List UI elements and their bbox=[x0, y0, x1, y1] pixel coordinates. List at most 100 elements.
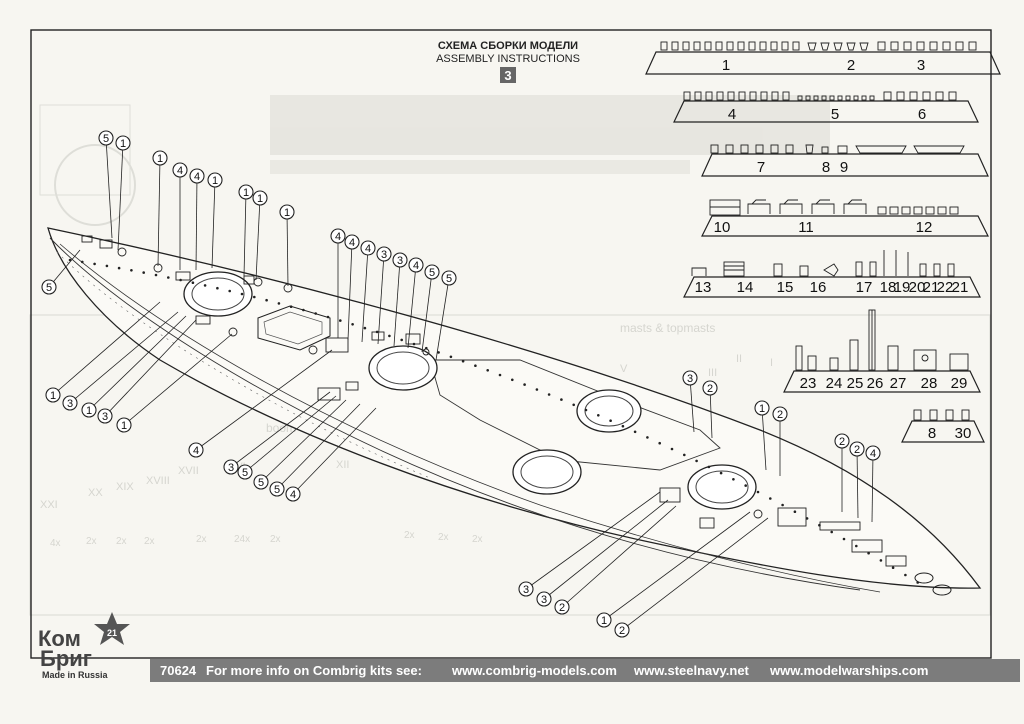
page-frame bbox=[30, 29, 992, 659]
callout: 1 bbox=[207, 172, 223, 269]
barbette bbox=[183, 271, 253, 317]
porthole bbox=[769, 497, 772, 500]
callout: 2 bbox=[554, 505, 677, 615]
callout: 1 bbox=[279, 204, 295, 287]
porthole bbox=[130, 269, 133, 272]
callout-label: 4 bbox=[870, 448, 876, 460]
callout: 1 bbox=[81, 315, 187, 418]
callout: 5 bbox=[269, 403, 361, 497]
porthole bbox=[683, 453, 686, 457]
callout-label: 3 bbox=[228, 462, 234, 474]
porthole bbox=[265, 298, 268, 302]
step-number: 3 bbox=[504, 68, 511, 83]
callout-label: 5 bbox=[258, 477, 264, 489]
callout-label: 5 bbox=[446, 273, 452, 285]
callout-label: 4 bbox=[290, 489, 296, 501]
part-label: 12 bbox=[916, 219, 933, 236]
callout: 1 bbox=[238, 184, 254, 277]
footer-link-modelwarships[interactable]: www.modelwarships.com bbox=[769, 663, 928, 678]
ghost-qty: 2x bbox=[196, 534, 207, 545]
logo-line-2: Бриг bbox=[40, 646, 92, 671]
porthole bbox=[277, 302, 281, 305]
part-label: 19 bbox=[894, 279, 911, 296]
ghost-qty: 2x bbox=[144, 536, 155, 547]
porthole bbox=[461, 359, 465, 363]
porthole bbox=[142, 271, 145, 274]
parts-tray-5: 13 14 15 16 17 18 19 20 21 22 21 bbox=[683, 250, 981, 298]
part-label: 17 bbox=[856, 279, 873, 296]
ghost-masts: masts & topmasts bbox=[620, 321, 715, 335]
callout-label: 3 bbox=[397, 255, 403, 267]
porthole bbox=[670, 447, 674, 451]
ghost-numeral: XII bbox=[336, 459, 349, 471]
part-label: 4 bbox=[728, 106, 736, 123]
part-label: 22 bbox=[937, 279, 954, 296]
callout-label: 5 bbox=[103, 133, 109, 145]
parts-tray-7: 8 30 bbox=[901, 409, 985, 443]
porthole bbox=[486, 369, 490, 372]
parts-tray-2: 4 5 6 bbox=[673, 91, 979, 123]
porthole bbox=[904, 573, 907, 577]
porthole bbox=[658, 441, 661, 445]
footer-link-steelnavy[interactable]: www.steelnavy.net bbox=[633, 663, 750, 678]
ghost-numeral: XVII bbox=[178, 465, 199, 477]
porthole bbox=[105, 264, 109, 268]
porthole bbox=[375, 330, 379, 334]
porthole bbox=[523, 383, 526, 386]
porthole bbox=[339, 319, 342, 322]
footer-link-combrig[interactable]: www.combrig-models.com bbox=[451, 663, 617, 678]
porthole bbox=[756, 490, 760, 494]
callout: 5 bbox=[98, 130, 114, 239]
porthole bbox=[326, 315, 330, 319]
callout-label: 2 bbox=[777, 409, 783, 421]
part-label: 21 bbox=[952, 279, 969, 296]
porthole bbox=[597, 414, 600, 417]
porthole bbox=[511, 378, 514, 382]
callout-label: 1 bbox=[243, 187, 249, 199]
part-label: 3 bbox=[917, 57, 925, 74]
callout: 3 bbox=[376, 246, 392, 345]
callout: 2 bbox=[834, 433, 850, 512]
porthole bbox=[400, 338, 404, 342]
callout-label: 3 bbox=[523, 584, 529, 596]
ghost-qty: 2x bbox=[438, 532, 449, 543]
part-label: 8 bbox=[928, 425, 936, 442]
ship-hull bbox=[47, 227, 982, 596]
part-label: 18 bbox=[880, 279, 897, 296]
callout: 4 bbox=[407, 257, 424, 349]
porthole bbox=[916, 581, 919, 584]
ghost-numeral: XXI bbox=[40, 499, 58, 511]
callout-label: 1 bbox=[601, 615, 607, 627]
porthole bbox=[449, 355, 453, 359]
callout-label: 2 bbox=[559, 602, 565, 614]
part-label: 2 bbox=[847, 57, 855, 74]
part-label: 11 bbox=[798, 219, 814, 236]
part-label: 21 bbox=[923, 279, 940, 296]
ghost-numeral: V bbox=[620, 363, 628, 375]
part-label: 9 bbox=[840, 159, 848, 176]
callout-label: 4 bbox=[193, 445, 199, 457]
logo-tag: Made in Russia bbox=[42, 670, 109, 680]
callout-label: 5 bbox=[429, 267, 435, 279]
footer-band bbox=[150, 659, 1020, 682]
callout: 1 bbox=[252, 190, 268, 281]
ghost-numeral: I bbox=[770, 357, 773, 369]
ghost-numeral: XIX bbox=[116, 481, 134, 493]
ghost-numeral: III bbox=[708, 367, 717, 379]
title-russian: СХЕМА СБОРКИ МОДЕЛИ bbox=[438, 40, 578, 52]
porthole bbox=[228, 289, 231, 293]
porthole bbox=[805, 517, 809, 520]
ghost-qty: 2x bbox=[472, 534, 483, 545]
ghost-qty: 24x bbox=[234, 534, 250, 545]
ghost-qty: 2x bbox=[270, 534, 281, 545]
part-label: 5 bbox=[831, 106, 839, 123]
porthole bbox=[167, 276, 170, 279]
parts-tray-6: 23 24 25 26 27 28 29 bbox=[783, 309, 981, 393]
callout: 2 bbox=[772, 406, 788, 476]
callout-label: 1 bbox=[121, 420, 127, 432]
callout: 4 bbox=[344, 234, 360, 341]
porthole bbox=[793, 510, 797, 513]
callout-label: 1 bbox=[157, 153, 163, 165]
